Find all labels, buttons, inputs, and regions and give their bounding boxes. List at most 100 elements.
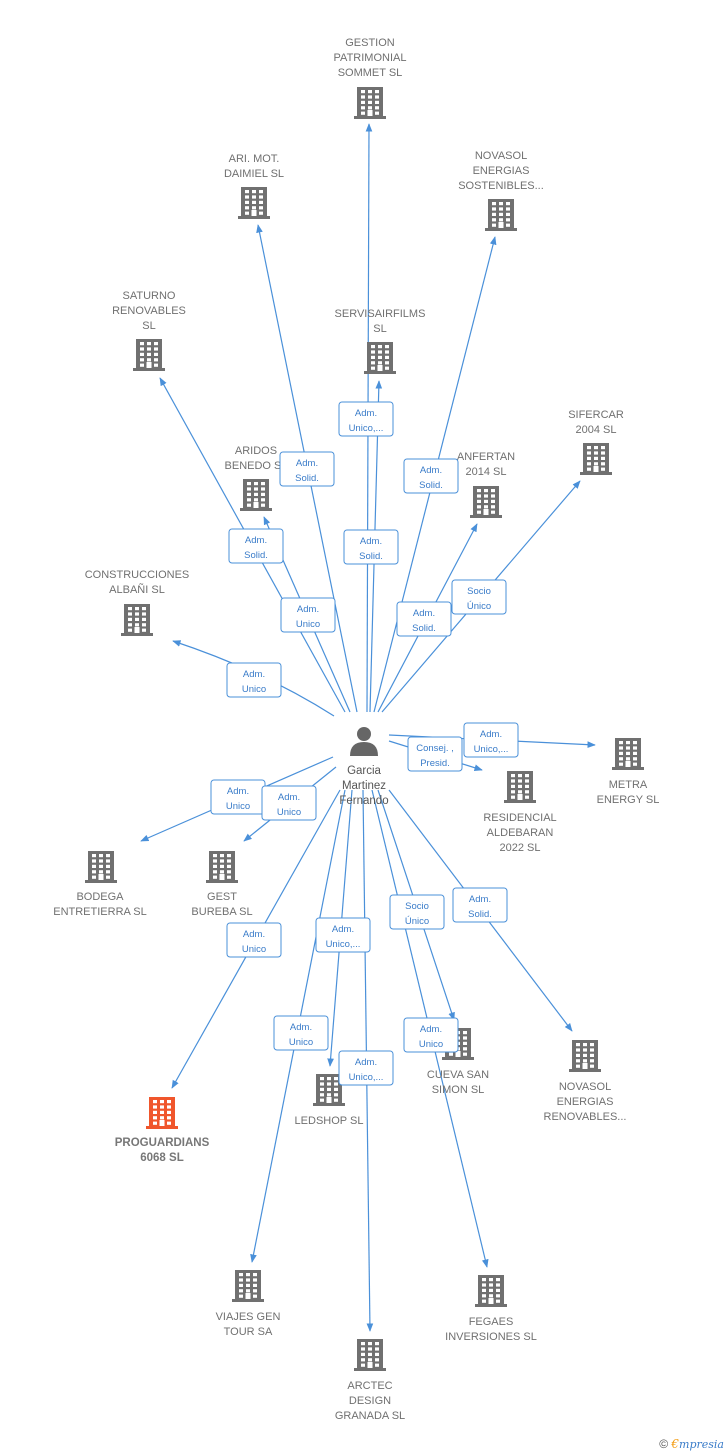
building-window <box>525 784 529 788</box>
role-label-gestion[interactable]: Adm.Unico,... <box>338 401 394 437</box>
building-window <box>259 200 263 204</box>
role-label-metra[interactable]: Adm.Unico,... <box>463 722 519 758</box>
building-window <box>106 875 110 879</box>
role-box <box>463 722 519 758</box>
role-label-fegaes[interactable]: Adm.Unico <box>403 1017 459 1053</box>
building-door <box>367 1362 373 1368</box>
building-window <box>511 790 515 794</box>
building-window <box>594 446 598 450</box>
company-name-line: BENEDO SL <box>225 460 288 472</box>
role-text: Unico <box>419 1039 443 1050</box>
building-window <box>167 1116 171 1120</box>
empresia-brand[interactable]: © €mpresia <box>659 1437 724 1451</box>
building-window <box>482 1299 486 1303</box>
building-window <box>496 1299 500 1303</box>
role-label-aridos[interactable]: Adm.Unico <box>280 597 336 633</box>
building-window <box>320 1098 324 1102</box>
building-window <box>361 1347 365 1351</box>
building-window <box>259 190 263 194</box>
building-window <box>477 510 481 514</box>
company-node-ari[interactable]: ARI. MOT.DAIMIEL SL <box>224 153 284 219</box>
company-node-ledshop[interactable]: LEDSHOP SL <box>295 1074 364 1127</box>
building-window <box>506 207 510 211</box>
building-window <box>576 1064 580 1068</box>
role-box <box>315 917 371 953</box>
building-window <box>587 462 591 466</box>
role-text: Unico <box>242 684 266 695</box>
building-window <box>385 355 389 359</box>
role-label-gest[interactable]: Adm.Unico <box>261 785 317 821</box>
building-window <box>371 366 375 370</box>
role-text: Unico,... <box>349 423 384 434</box>
building-window <box>482 1288 486 1292</box>
building-window <box>477 489 481 493</box>
role-label-novasol-renov[interactable]: Adm.Solid. <box>452 887 508 923</box>
building-window <box>368 90 372 94</box>
role-label-bodega[interactable]: Adm.Unico <box>210 779 266 815</box>
building-window <box>378 361 382 365</box>
building-window <box>626 757 630 761</box>
role-label-proguardians[interactable]: Adm.Unico <box>226 922 282 958</box>
building-window <box>253 1294 257 1298</box>
building-window <box>147 347 151 351</box>
company-node-novasol-sost[interactable]: NOVASOLENERGIASSOSTENIBLES... <box>458 150 544 231</box>
building-window <box>633 757 637 761</box>
company-name-line: RENOVABLES... <box>544 1111 627 1123</box>
role-label-novasol-sost[interactable]: Adm.Solid. <box>403 458 459 494</box>
building-window <box>247 492 251 496</box>
role-box <box>338 401 394 437</box>
company-name-line: SOMMET SL <box>338 67 403 79</box>
role-box <box>226 662 282 698</box>
building-window <box>368 106 372 110</box>
building-window <box>153 1100 157 1104</box>
building-window <box>368 95 372 99</box>
building-base <box>206 880 238 883</box>
building-icon <box>569 1040 601 1072</box>
building-base <box>442 1057 474 1060</box>
person-name-line: Martinez <box>342 780 386 792</box>
company-name-line: 2022 SL <box>500 842 541 854</box>
building-window <box>463 1052 467 1056</box>
role-label-construcciones[interactable]: Adm.Unico <box>226 662 282 698</box>
role-box <box>396 601 452 637</box>
building-window <box>239 1278 243 1282</box>
role-label-ari[interactable]: Adm.Solid. <box>279 451 335 487</box>
building-window <box>253 1273 257 1277</box>
role-label-ledshop[interactable]: Adm.Unico,... <box>315 917 371 953</box>
role-label-saturno[interactable]: Adm.Solid. <box>228 528 284 564</box>
role-label-residencial[interactable]: Consej. ,Presid. <box>407 736 463 772</box>
company-name-line: SL <box>142 320 155 332</box>
company-name-line: NOVASOL <box>475 150 527 162</box>
building-window <box>245 211 249 215</box>
building-window <box>246 1278 250 1282</box>
building-window <box>106 864 110 868</box>
building-window <box>239 1283 243 1287</box>
building-window <box>140 358 144 362</box>
company-node-novasol-renov[interactable]: NOVASOLENERGIASRENOVABLES... <box>544 1040 627 1123</box>
building-window <box>601 462 605 466</box>
role-label-arctec[interactable]: Adm.Unico,... <box>338 1050 394 1086</box>
role-label-viajes[interactable]: Adm.Unico <box>273 1015 329 1051</box>
building-window <box>489 1288 493 1292</box>
company-name-line: 2004 SL <box>576 424 617 436</box>
role-label-anfertan[interactable]: Adm.Solid. <box>396 601 452 637</box>
role-label-servisair[interactable]: Adm.Solid. <box>343 529 399 565</box>
